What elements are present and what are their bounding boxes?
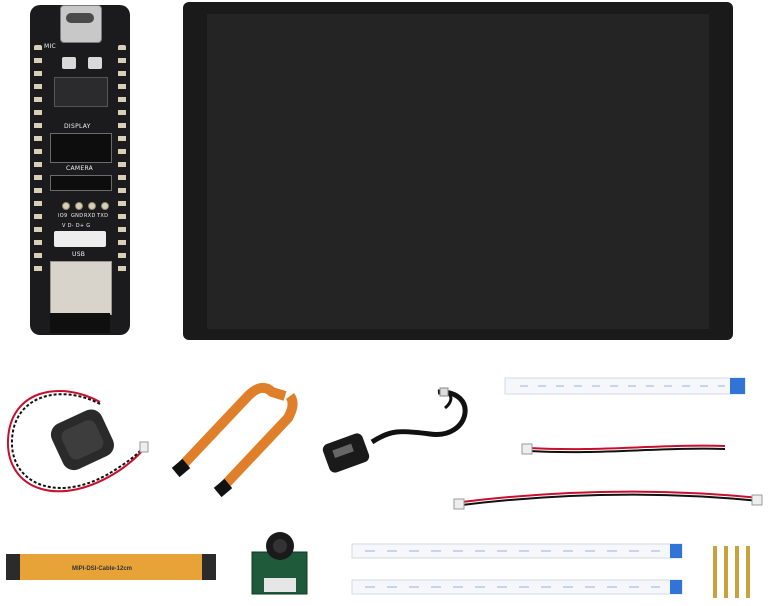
jumper-wire-long (453, 490, 763, 510)
display-label: DISPLAY (64, 123, 91, 130)
dev-board: MIC DISPLAY CAMERA IO9 GND RXD TXD V D- … (30, 5, 130, 335)
otg-connector (439, 387, 449, 397)
camera-module (251, 532, 308, 595)
usb-otg-cable (322, 389, 468, 473)
orange-flex-cable (171, 382, 298, 498)
brass-standoffs (713, 546, 750, 598)
camera-connector (50, 175, 112, 191)
accessories (6, 377, 763, 598)
header-pin-2: GND (71, 213, 84, 219)
usb-header (54, 231, 106, 247)
mipi-dsi-cable (6, 554, 216, 580)
usb-c-port (60, 5, 102, 43)
fpc-cable-top (504, 377, 746, 395)
usb-label: USB (72, 251, 86, 258)
header-pin-3: RXD (84, 213, 96, 219)
header-pin-1: IO9 (58, 213, 68, 219)
speaker-connector (139, 441, 149, 453)
fpc-cable-bottom-1 (351, 543, 683, 559)
dsi-cable-label: MIPI-DSI-Cable-12cm (72, 566, 133, 572)
boot-button (62, 57, 76, 69)
speaker-wire (6, 390, 147, 493)
fpc-cable-bottom-2 (351, 579, 683, 595)
lcd-screen (183, 2, 733, 340)
speaker (50, 409, 114, 471)
usb-pins-label: V D- D+ G (62, 223, 91, 229)
header-pin-4: TXD (97, 213, 109, 219)
display-connector (50, 133, 112, 163)
wifi-module (50, 261, 112, 315)
mic-label: MIC (44, 43, 57, 50)
camera-label: CAMERA (66, 165, 94, 172)
lcd-panel (207, 14, 709, 329)
reset-button (88, 57, 102, 69)
jumper-wire-short (521, 443, 726, 455)
